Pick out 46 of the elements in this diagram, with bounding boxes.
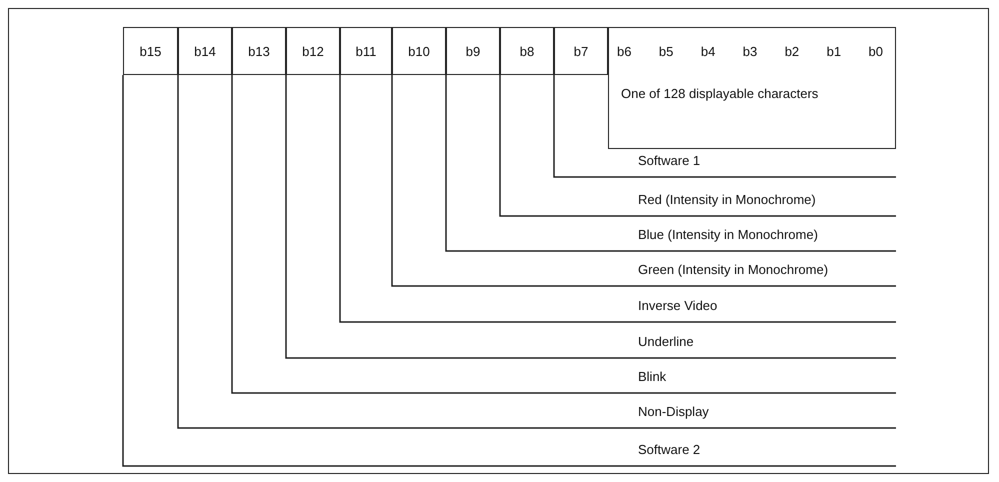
field-description: Software 1 bbox=[630, 144, 896, 177]
bit-label: b15 bbox=[140, 44, 162, 58]
field-description: Red (Intensity in Monochrome) bbox=[630, 183, 896, 216]
bit-cell bbox=[446, 27, 500, 75]
field-description: Green (Intensity in Monochrome) bbox=[630, 253, 896, 286]
bit-label: b8 bbox=[520, 44, 534, 58]
field-description: Non-Display bbox=[630, 395, 896, 428]
bit-cell bbox=[500, 27, 554, 75]
bit-label: b1 bbox=[826, 44, 842, 58]
field-box bbox=[608, 74, 896, 149]
leader-line bbox=[391, 74, 897, 287]
leader-line bbox=[339, 74, 897, 323]
bit-label: b9 bbox=[466, 44, 480, 58]
leader-line bbox=[285, 74, 897, 359]
field-description: One of 128 displayable characters bbox=[621, 86, 818, 101]
bit-cell bbox=[554, 27, 608, 75]
bit-label: b11 bbox=[356, 44, 376, 58]
bit-label: b6 bbox=[617, 44, 632, 58]
bit-label: b14 bbox=[194, 44, 216, 58]
bit-label: b13 bbox=[248, 44, 270, 58]
bit-label: b10 bbox=[408, 44, 430, 58]
leader-line bbox=[231, 74, 897, 394]
field-description: Blue (Intensity in Monochrome) bbox=[630, 218, 896, 251]
leader-line bbox=[122, 74, 897, 467]
bit-label: b2 bbox=[784, 44, 800, 58]
field-description: Underline bbox=[630, 325, 896, 358]
bit-cell bbox=[340, 27, 392, 75]
field-description: Software 2 bbox=[630, 433, 896, 466]
bit-label: b12 bbox=[302, 44, 324, 58]
bit-label: b4 bbox=[700, 44, 716, 58]
leader-line bbox=[499, 74, 897, 217]
field-description: Inverse Video bbox=[630, 289, 896, 322]
bit-label: b0 bbox=[868, 44, 883, 58]
bit-cell bbox=[178, 27, 232, 75]
bit-label: b5 bbox=[658, 44, 674, 58]
leader-line bbox=[553, 74, 897, 178]
bit-cell bbox=[286, 27, 340, 75]
bit-field-cell bbox=[608, 27, 896, 75]
leader-line bbox=[177, 74, 897, 429]
bit-cell bbox=[232, 27, 286, 75]
bit-cell bbox=[123, 27, 178, 75]
leader-line bbox=[445, 74, 897, 252]
bit-label: b3 bbox=[742, 44, 758, 58]
field-description: Blink bbox=[630, 360, 896, 393]
bit-label: b7 bbox=[574, 44, 588, 58]
bit-cell bbox=[392, 27, 446, 75]
